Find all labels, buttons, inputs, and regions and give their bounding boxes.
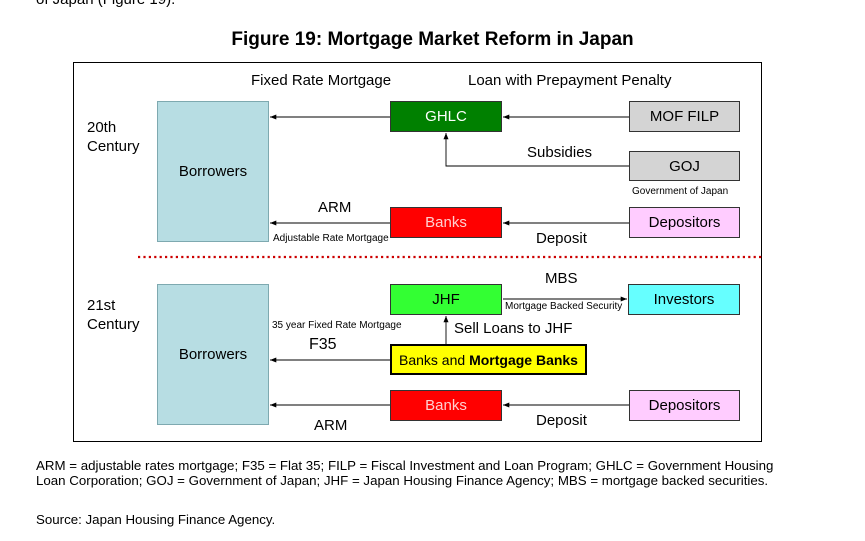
depositors-label-21st: Depositors — [648, 397, 721, 414]
diagram-frame — [73, 62, 762, 442]
label-sell-loans-to-jhf: Sell Loans to JHF — [454, 320, 573, 337]
depositors-box-20th: Depositors — [629, 207, 740, 238]
label-loan-prepayment-penalty: Loan with Prepayment Penalty — [468, 72, 672, 89]
goj-label: GOJ — [669, 157, 700, 175]
banks-label-20th: Banks — [425, 214, 467, 231]
label-fixed-rate-mortgage: Fixed Rate Mortgage — [251, 72, 392, 89]
borrowers-box-21st: Borrowers — [157, 284, 269, 425]
mof-filp-label: MOF FILP — [649, 108, 720, 125]
borrowers-label-20th: Borrowers — [178, 163, 248, 180]
label-mortgage-backed-security: Mortgage Backed Security — [505, 301, 623, 312]
label-35-year-fixed-rate-mortgage: 35 year Fixed Rate Mortgage — [272, 320, 402, 331]
label-deposit-21st: Deposit — [536, 412, 587, 429]
investors-label: Investors — [653, 291, 715, 308]
label-arm-21st: ARM — [314, 417, 348, 434]
label-arm-20th: ARM — [318, 199, 352, 216]
label-mbs: MBS — [545, 270, 578, 287]
label-adjustable-rate-mortgage: Adjustable Rate Mortgage — [273, 233, 389, 244]
label-subsidies: Subsidies — [527, 144, 593, 161]
jhf-label: JHF — [432, 291, 460, 308]
label-government-of-japan: Government of Japan — [632, 186, 729, 197]
source-note: Source: Japan Housing Finance Agency. — [36, 512, 276, 527]
banks-box-20th: Banks — [390, 207, 502, 238]
label-21st-century: 21st Century — [87, 297, 140, 333]
footnote-abbreviations: ARM = adjustable rates mortgage; F35 = F… — [36, 458, 774, 488]
banks-label-21st: Banks — [425, 397, 467, 414]
ghlc-box: GHLC — [390, 101, 502, 132]
depositors-box-21st: Depositors — [629, 390, 740, 421]
goj-box: GOJ — [629, 151, 740, 181]
ghlc-label: GHLC — [425, 108, 467, 125]
banks-and-mortgage-banks-box: Banks and Mortgage Banks — [390, 344, 587, 375]
depositors-label-20th: Depositors — [648, 214, 721, 231]
label-f35: F35 — [309, 336, 337, 353]
borrowers-box-20th: Borrowers — [157, 101, 269, 242]
label-deposit-20th: Deposit — [536, 230, 587, 247]
banks-and-label: Banks and — [399, 351, 470, 368]
borrowers-label-21st: Borrowers — [178, 346, 248, 363]
arrow-goj-to-ghlc — [443, 133, 629, 167]
investors-box: Investors — [628, 284, 740, 315]
figure-title: Figure 19: Mortgage Market Reform in Jap… — [231, 29, 634, 50]
banks-box-21st: Banks — [390, 390, 502, 421]
cut-off-text: of Japan (Figure 19). — [36, 0, 175, 8]
mortgage-banks-label: Mortgage Banks — [469, 351, 578, 368]
label-20th-century: 20th Century — [87, 119, 140, 155]
mof-filp-box: MOF FILP — [629, 101, 740, 132]
jhf-box: JHF — [390, 284, 502, 315]
